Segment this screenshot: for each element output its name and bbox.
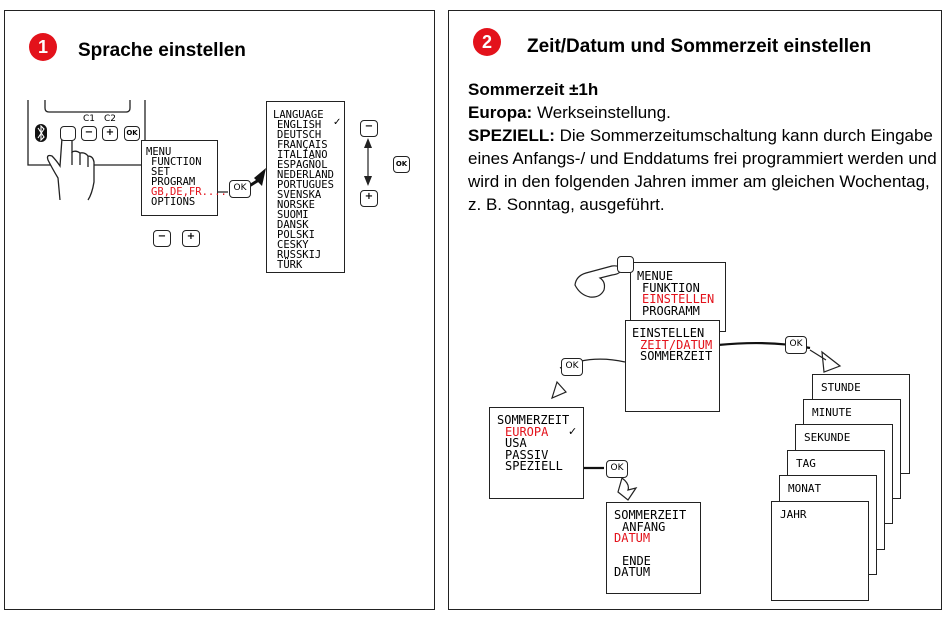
panel-language (4, 10, 435, 610)
plus-button[interactable]: + (182, 230, 200, 247)
menu-display: MENU FUNCTION SET PROGRAM GB,DE,FR.... O… (141, 140, 227, 216)
minus-button[interactable]: − (153, 230, 171, 247)
ok-button-sommerzeit[interactable]: OK (561, 358, 583, 376)
menu-line: USA (505, 436, 527, 450)
language-item: RUSSKIJ (277, 249, 322, 261)
language-item: DANSK (277, 219, 309, 231)
language-item: NEDERLAND (277, 169, 334, 181)
sommerzeit-display: SOMMERZEIT EUROPA USA PASSIV SPEZIELL (489, 407, 584, 499)
language-item: CESKY (277, 239, 309, 251)
language-display: LANGUAGE ENGLISH DEUTSCH FRANÇAIS ITALIA… (266, 101, 345, 273)
step-badge-1: 1 (29, 33, 57, 61)
europa-line: Europa: Werkseinstellung. (468, 103, 671, 122)
check-icon-2: ✓ (568, 425, 578, 438)
language-item: DEUTSCH (277, 129, 322, 141)
ok-button-speziell[interactable]: OK (606, 460, 628, 478)
language-item: SUOMI (277, 209, 309, 221)
c2-plus-button[interactable]: + (102, 126, 118, 141)
menu-line: OPTIONS (151, 196, 196, 208)
language-item: TÜRK (277, 259, 303, 271)
confirm-ok-button[interactable]: OK (393, 156, 410, 173)
stack-card-jahr: JAHR (771, 501, 869, 601)
menu-line: SPEZIELL (505, 459, 563, 473)
menu-line: ENDE (622, 553, 651, 568)
step-badge-2: 2 (473, 28, 501, 56)
menu-line: MENU (146, 146, 172, 158)
menu-line-selected: GB,DE,FR.... (151, 186, 227, 198)
device-display (44, 100, 131, 113)
menu-line: PROGRAMM (642, 303, 700, 318)
bluetooth-icon (35, 124, 47, 142)
scroll-up-minus-button[interactable]: − (360, 120, 378, 137)
menu-line: EINSTELLEN (632, 326, 705, 340)
check-icon: ✓ (333, 117, 342, 128)
language-item: FRANÇAIS (277, 139, 328, 151)
menu-line: FUNKTION (642, 280, 700, 295)
scroll-down-plus-button[interactable]: + (360, 190, 378, 207)
language-item: ENGLISH (277, 119, 322, 131)
language-item: ESPAGÑOL (277, 159, 328, 171)
menu-key-button[interactable] (60, 126, 76, 141)
menu-line: MENUE (637, 269, 674, 283)
menu-line: SOMMERZEIT (640, 349, 713, 363)
dst-heading: Sommerzeit ±1h (468, 80, 599, 99)
c1-minus-button[interactable]: − (81, 126, 97, 141)
menu-line-selected: EINSTELLEN (642, 292, 715, 306)
menu-line: SOMMERZEIT (614, 508, 687, 522)
c1-label: C1 (83, 114, 96, 124)
einstellen-display: EINSTELLEN ZEIT/DATUM SOMMERZEIT (625, 320, 720, 412)
language-heading: LANGUAGE (273, 109, 324, 121)
language-item: SVENSKA (277, 189, 322, 201)
panel1-title: Sprache einstellen (78, 40, 246, 61)
anfang-ende-display: SOMMERZEIT ANFANG DATUM ENDE DATUM (606, 502, 701, 594)
menu-line-selected: ZEIT/DATUM (640, 337, 713, 352)
menu-line: FUNCTION (151, 156, 202, 168)
language-item: PORTUGUES (277, 179, 334, 191)
language-item: POLSKI (277, 229, 315, 241)
description: Sommerzeit ±1h Europa: Werkseinstellung.… (468, 78, 938, 216)
device-ok-button[interactable]: OK (124, 126, 140, 141)
speziell-line: SPEZIELL: Die Sommerzeitumschaltung kann… (468, 126, 937, 214)
menu-line-selected: DATUM (614, 531, 651, 545)
panel2-title: Zeit/Datum und Sommerzeit einstellen (527, 36, 872, 57)
menu-key-button-2[interactable] (617, 256, 634, 273)
menu-line-selected: EUROPA (505, 424, 549, 439)
language-item: NORSKE (277, 199, 315, 211)
c2-label: C2 (104, 114, 117, 124)
menu-line: DATUM (614, 565, 651, 579)
pointing-hand-icon-2 (574, 265, 622, 298)
menu-line: ANFANG (622, 519, 666, 534)
menu-line: SOMMERZEIT (497, 413, 570, 427)
pointing-hand-icon (46, 131, 95, 201)
menu-line: PASSIV (505, 447, 549, 462)
ok-button-stack[interactable]: OK (785, 336, 807, 354)
language-item: ITALIANO (277, 149, 328, 161)
menu-line: SET (151, 166, 170, 178)
menu-line: PROGRAM (151, 176, 196, 188)
ok-button[interactable]: OK (229, 180, 251, 198)
